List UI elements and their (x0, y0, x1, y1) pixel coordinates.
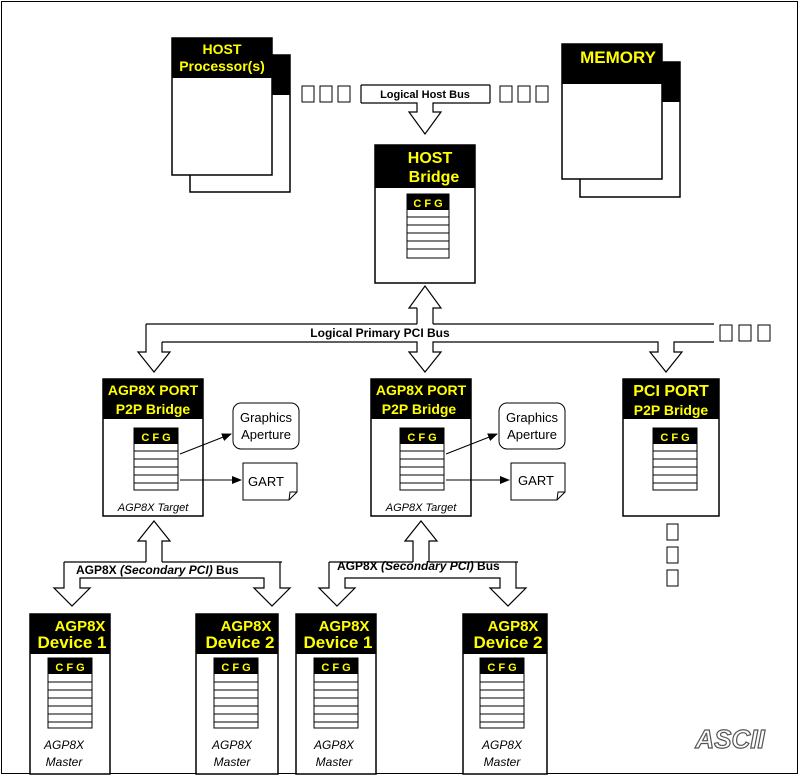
host-processor-title: HOST (203, 41, 242, 57)
svg-text:Graphics: Graphics (506, 410, 559, 425)
agp-port-2-target: AGP8X Target (385, 502, 457, 514)
agp-bus-1: AGP8X (Secondary PCI) Bus (52, 520, 292, 607)
svg-text:AGP8X: AGP8X (55, 618, 106, 635)
svg-text:AGP8X: AGP8X (211, 738, 253, 752)
svg-text:AGP8X (Secondary PCI) Bus: AGP8X (Secondary PCI) Bus (337, 559, 500, 573)
svg-text:C F G: C F G (321, 662, 350, 674)
agp-device-1a: AGP8X Device 1 C F G AGP8X Master (29, 613, 111, 775)
logical-host-bus: Logical Host Bus (301, 84, 549, 136)
svg-text:Device 2: Device 2 (474, 633, 543, 652)
svg-text:Aperture: Aperture (241, 427, 291, 442)
svg-text:C F G: C F G (221, 662, 250, 674)
svg-text:AGP8X (Secondary PCI) Bus: AGP8X (Secondary PCI) Bus (76, 563, 239, 577)
svg-text:C F G: C F G (55, 662, 84, 674)
host-processor-subtitle: Processor(s) (179, 58, 265, 74)
svg-text:Graphics: Graphics (240, 410, 293, 425)
memory: MEMORY (561, 43, 681, 198)
svg-text:Master: Master (46, 755, 84, 769)
aperture-arrow-2 (445, 433, 498, 455)
svg-text:Aperture: Aperture (507, 427, 557, 442)
agp-port-1-target: AGP8X Target (117, 502, 189, 514)
agp-bus-1-italic: (Secondary PCI) (120, 563, 213, 577)
agp-bus-2-prefix: AGP8X (337, 559, 381, 573)
host-processor: HOST Processor(s) (171, 37, 291, 193)
agp-port-2-cfg-label: C F G (407, 432, 436, 444)
host-bridge-subtitle: Bridge (409, 169, 460, 186)
agp-device-2a: AGP8X Device 2 C F G AGP8X Master (195, 613, 279, 775)
svg-text:AGP8X: AGP8X (481, 738, 523, 752)
svg-text:Master: Master (316, 755, 354, 769)
agp-port-2-title: AGP8X PORT (376, 382, 467, 398)
svg-text:AGP8X: AGP8X (319, 618, 370, 635)
agp-bus-2: AGP8X (Secondary PCI) Bus (317, 520, 528, 607)
svg-text:AGP8X: AGP8X (43, 738, 85, 752)
agp-port-1-subtitle: P2P Bridge (116, 401, 191, 417)
primary-pci-bus: Logical Primary PCI Bus (136, 284, 771, 373)
agp-port-1: AGP8X PORT P2P Bridge C F G AGP8X Target (102, 378, 204, 517)
agp-bus-2-italic: (Secondary PCI) (381, 559, 474, 573)
svg-text:C F G: C F G (487, 662, 516, 674)
agp-bus-1-suffix: Bus (213, 563, 239, 577)
agp-port-2: AGP8X PORT P2P Bridge C F G AGP8X Target (370, 378, 472, 517)
svg-text:Master: Master (214, 755, 252, 769)
gart-2: GART (510, 462, 566, 501)
primary-pci-bus-label: Logical Primary PCI Bus (310, 326, 450, 340)
pci-continuation (666, 523, 679, 587)
svg-text:AGP8X: AGP8X (221, 618, 272, 635)
svg-text:AGP8X: AGP8X (488, 618, 539, 635)
host-bridge-cfg-label: C F G (413, 198, 442, 210)
svg-text:Device 2: Device 2 (206, 633, 275, 652)
svg-text:Device 1: Device 1 (38, 633, 107, 652)
host-bridge: HOST Bridge C F G (374, 144, 476, 284)
gart-1: GART (242, 462, 298, 501)
logical-host-bus-label: Logical Host Bus (380, 89, 470, 101)
agp-port-1-title: AGP8X PORT (108, 382, 199, 398)
agp-bus-1-prefix: AGP8X (76, 563, 120, 577)
svg-text:GART: GART (518, 473, 554, 488)
svg-text:Master: Master (484, 755, 522, 769)
ascii-logo: ASCII (694, 723, 766, 754)
aperture-arrow-1 (179, 433, 232, 455)
agp-port-2-subtitle: P2P Bridge (382, 401, 457, 417)
agp-device-2b: AGP8X Device 2 C F G AGP8X Master (462, 613, 548, 775)
agp-port-1-cfg-label: C F G (141, 432, 170, 444)
svg-text:AGP8X: AGP8X (313, 738, 355, 752)
memory-title: MEMORY (580, 48, 657, 67)
graphics-aperture-1: Graphics Aperture (232, 402, 300, 450)
pci-port: PCI PORT P2P Bridge C F G (622, 378, 720, 517)
agp-device-1b: AGP8X Device 1 C F G AGP8X Master (295, 613, 377, 775)
pci-port-subtitle: P2P Bridge (634, 402, 709, 418)
pci-port-cfg-label: C F G (660, 432, 689, 444)
svg-text:ASCII: ASCII (694, 724, 765, 754)
pci-port-title: PCI PORT (633, 383, 709, 400)
svg-text:GART: GART (248, 474, 284, 489)
graphics-aperture-2: Graphics Aperture (498, 402, 566, 450)
svg-text:Device 1: Device 1 (304, 633, 373, 652)
agp-bus-2-suffix: Bus (474, 559, 500, 573)
host-bridge-title: HOST (408, 150, 453, 167)
